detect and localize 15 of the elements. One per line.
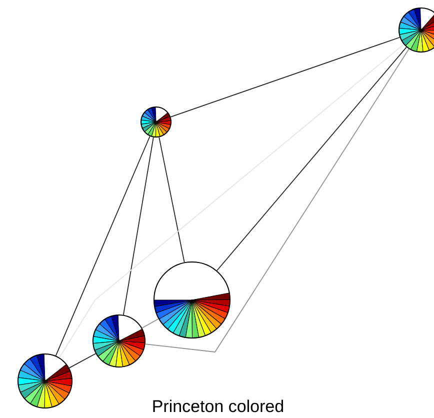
connector-line	[170, 36, 400, 118]
pie-chart-node	[92, 314, 146, 368]
connector-line	[144, 48, 410, 352]
connector-line	[142, 318, 159, 328]
connector-line	[122, 136, 154, 316]
caption: Princeton colored	[153, 400, 284, 412]
pie-chart-node	[18, 354, 72, 408]
connector-line	[216, 46, 407, 272]
pie-chart-node	[140, 106, 172, 138]
pie-chart-node	[154, 262, 230, 338]
connector-line	[55, 136, 150, 356]
connector-line	[158, 136, 185, 263]
connector-line	[68, 353, 96, 368]
connector-line	[59, 44, 404, 358]
pie-chart-node	[398, 8, 434, 52]
